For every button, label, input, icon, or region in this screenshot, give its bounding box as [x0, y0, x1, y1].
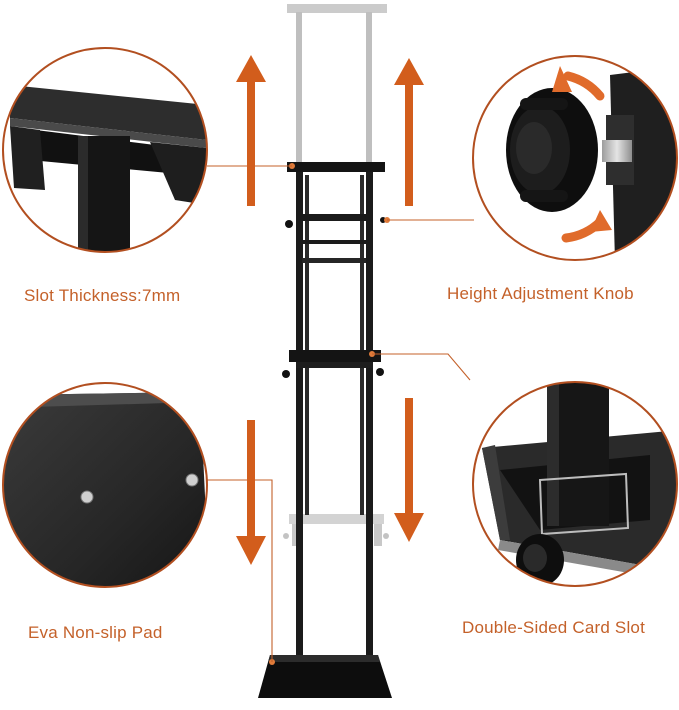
arrow-down-right-icon: [394, 398, 424, 542]
slot-detail-circle: [2, 47, 208, 253]
height-arrows: [236, 55, 424, 565]
right-post: [366, 170, 373, 662]
left-post: [296, 170, 303, 662]
arrow-up-right-icon: [394, 58, 424, 206]
slot-thickness-caption: Slot Thickness:7mm: [24, 286, 181, 305]
non-slip-pad-caption: Eva Non-slip Pad: [28, 623, 163, 642]
display-stand: [258, 4, 392, 698]
height-adjustment-caption: Height Adjustment Knob: [447, 284, 634, 303]
ghost-extended-frame: [287, 4, 387, 164]
arrow-up-left-icon: [236, 55, 266, 206]
middle-card-slot: [289, 350, 381, 362]
pad-detail-circle: [2, 382, 208, 588]
arrow-down-left-icon: [236, 420, 266, 565]
knob-detail-circle: [472, 55, 678, 261]
card-slot-detail-circle: [472, 381, 678, 587]
top-card-slot: [287, 162, 385, 172]
card-slot-caption: Double-Sided Card Slot: [462, 618, 645, 637]
base-plate: [258, 655, 392, 698]
